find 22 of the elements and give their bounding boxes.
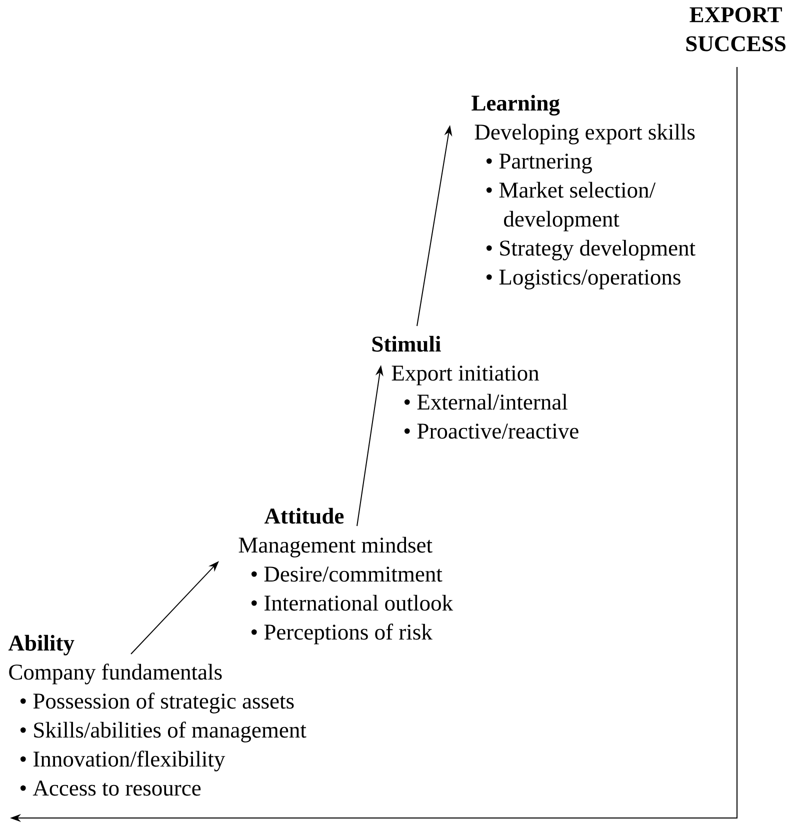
stage-subheading: Export initiation: [392, 366, 539, 386]
bullet-item: • Possession of strategic assets: [20, 692, 294, 714]
bullet-item: • Proactive/reactive: [404, 424, 578, 439]
stage-heading: Ability: [8, 634, 74, 656]
bullet-item: • Market selection/ development: [486, 182, 656, 232]
stage-subheading: Management mindset: [238, 536, 432, 558]
bullet-item: • International outlook: [251, 594, 454, 611]
axis-label: EXPORT SUCCESS: [686, 7, 786, 52]
bullet-item: • Perceptions of risk: [251, 624, 432, 644]
stage-subheading: Company fundamentals: [9, 664, 222, 684]
stage-heading: Learning: [472, 94, 560, 116]
bullet-item: • Partnering: [486, 154, 592, 174]
bullet-item: • Skills/abilities of management: [20, 722, 306, 742]
bullet-item: • Desire/commitment: [251, 566, 442, 582]
stage-subheading: Developing export skills: [474, 124, 695, 144]
bullet-item: • Strategy development: [486, 240, 696, 260]
bullet-item: • External/internal: [404, 394, 568, 410]
bullet-item: • Logistics/operations: [486, 270, 680, 290]
stage-heading: Attitude: [264, 508, 344, 524]
bullet-item: • Innovation/flexibility: [20, 750, 226, 772]
bullet-item: • Access to resource: [20, 780, 201, 796]
stage-heading: Stimuli: [372, 336, 441, 352]
